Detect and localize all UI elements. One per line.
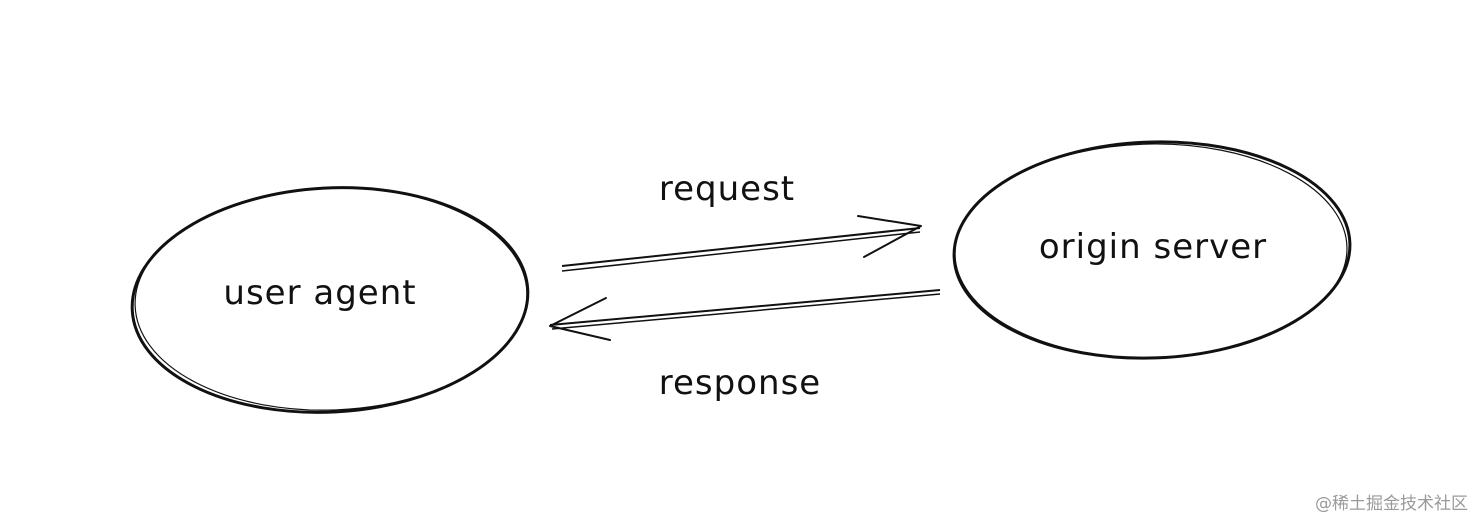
user-agent-label: user agent: [223, 273, 416, 313]
response-label: response: [659, 363, 821, 403]
response-arrow: [549, 289, 941, 341]
user-agent-ellipse-sketch: [134, 187, 528, 411]
request-arrowhead: [857, 215, 922, 258]
response-arrowhead: [549, 297, 611, 341]
request-arrow-shaft-sketch: [561, 231, 921, 272]
watermark-text: @稀土掘金技术社区: [1315, 494, 1468, 514]
origin-server-label: origin server: [1039, 227, 1267, 267]
request-arrow-shaft: [561, 227, 921, 267]
origin-server-ellipse-sketch: [954, 143, 1348, 359]
node-origin-server: origin server: [952, 140, 1352, 360]
response-arrow-shaft: [549, 289, 941, 326]
request-arrow: [561, 215, 922, 272]
node-user-agent: user agent: [130, 186, 530, 414]
response-arrow-shaft-sketch: [551, 293, 941, 330]
request-label: request: [659, 169, 795, 209]
